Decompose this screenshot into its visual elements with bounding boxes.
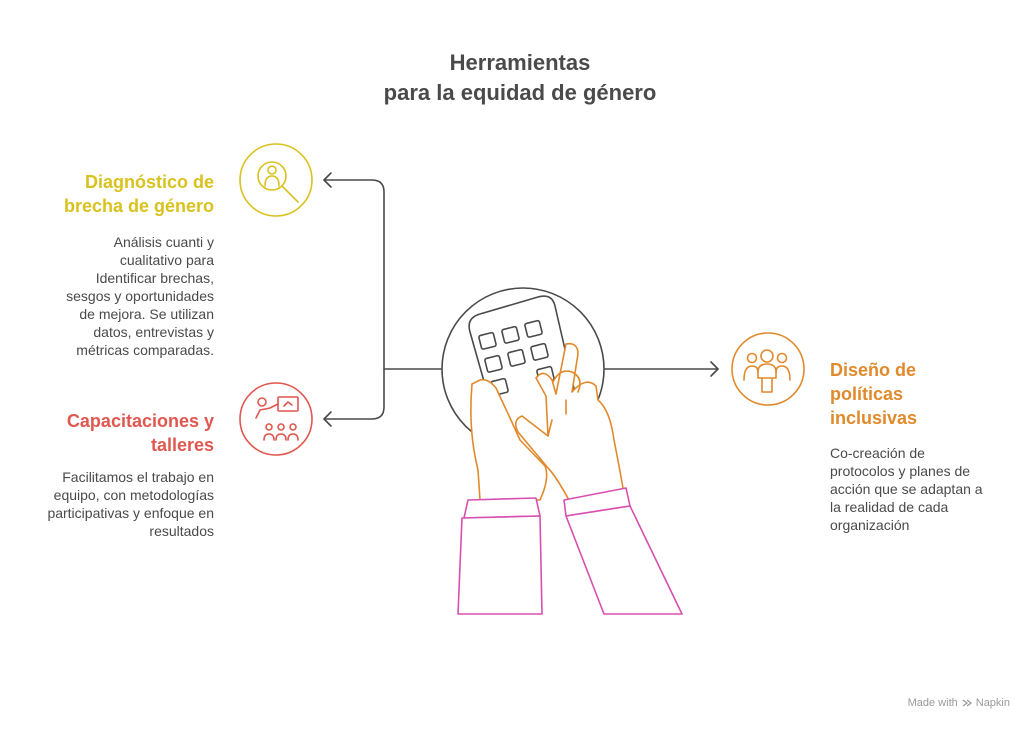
page-title: Herramientas para la equidad de género: [0, 48, 1032, 108]
made-with-label: Made with: [907, 697, 958, 709]
napkin-brand-label: Napkin: [975, 697, 1010, 709]
connector-to-capacitaciones: [323, 368, 385, 420]
footer-credit: Made with Napkin: [908, 697, 1010, 709]
politicas-heading-line-2: políticas: [830, 384, 904, 404]
left-sleeve: [457, 515, 543, 615]
magnifier-person-icon: [239, 143, 313, 217]
politicas-heading: Diseño de políticas inclusivas: [830, 358, 1010, 430]
diagnostico-heading-line-1: Diagnóstico de: [84, 172, 214, 192]
arrowhead-politicas: [710, 361, 719, 377]
capacitaciones-line: equipo, con metodologías: [53, 487, 214, 503]
capacitaciones-line: resultados: [149, 523, 214, 539]
politicas-line: acción que se adaptan a: [830, 481, 983, 497]
left-hand: [470, 378, 548, 501]
right-hand: [514, 342, 625, 503]
finger-lines: [547, 399, 567, 437]
thumb: [552, 370, 581, 393]
diagnostico-line: métricas comparadas.: [76, 342, 214, 358]
right-sleeve: [565, 505, 683, 615]
sleeves-illustration: [457, 487, 683, 615]
diagnostico-line: Análisis cuanti y: [113, 234, 214, 250]
title-line-1: Herramientas: [449, 50, 591, 75]
capacitaciones-line: Facilitamos el trabajo en: [62, 469, 214, 485]
capacitaciones-heading: Capacitaciones y talleres: [30, 409, 214, 457]
politicas-line: protocolos y planes de: [830, 463, 971, 479]
team-icon: [731, 332, 805, 406]
diagnostico-line: cualitativo para: [119, 252, 214, 268]
capacitaciones-heading-line-1: Capacitaciones y: [66, 411, 214, 431]
politicas-heading-line-1: Diseño de: [830, 360, 917, 380]
title-line-2: para la equidad de género: [383, 80, 657, 105]
diagnostico-description: Análisis cuanti y cualitativo para Ident…: [14, 233, 214, 359]
capacitaciones-heading-line-2: talleres: [150, 435, 214, 455]
napkin-logo-icon: [962, 699, 972, 707]
presentation-group-icon: [239, 382, 313, 456]
left-cuff: [463, 497, 541, 519]
politicas-description: Co-creación de protocolos y planes de ac…: [830, 444, 1020, 534]
politicas-heading-line-3: inclusivas: [830, 408, 918, 428]
hands-illustration: [470, 342, 625, 503]
diagnostico-heading: Diagnóstico de brecha de género: [30, 170, 214, 218]
diagnostico-heading-line-2: brecha de género: [63, 196, 214, 216]
diagnostico-line: datos, entrevistas y: [93, 324, 214, 340]
arrowhead-capacitaciones: [323, 411, 332, 427]
politicas-line: la realidad de cada: [830, 499, 949, 515]
diagnostico-line: Identificar brechas,: [95, 270, 214, 286]
diagnostico-line: de mejora. Se utilizan: [79, 306, 214, 322]
capacitaciones-line: participativas y enfoque en: [47, 505, 214, 521]
diagnostico-line: sesgos y oportunidades: [66, 288, 214, 304]
capacitaciones-description: Facilitamos el trabajo en equipo, con me…: [14, 468, 214, 540]
politicas-line: organización: [830, 517, 910, 533]
connector-lines: [323, 172, 719, 427]
politicas-line: Co-creación de: [830, 445, 925, 461]
arrowhead-diagnostico: [323, 172, 332, 188]
connector-to-diagnostico: [323, 179, 445, 370]
